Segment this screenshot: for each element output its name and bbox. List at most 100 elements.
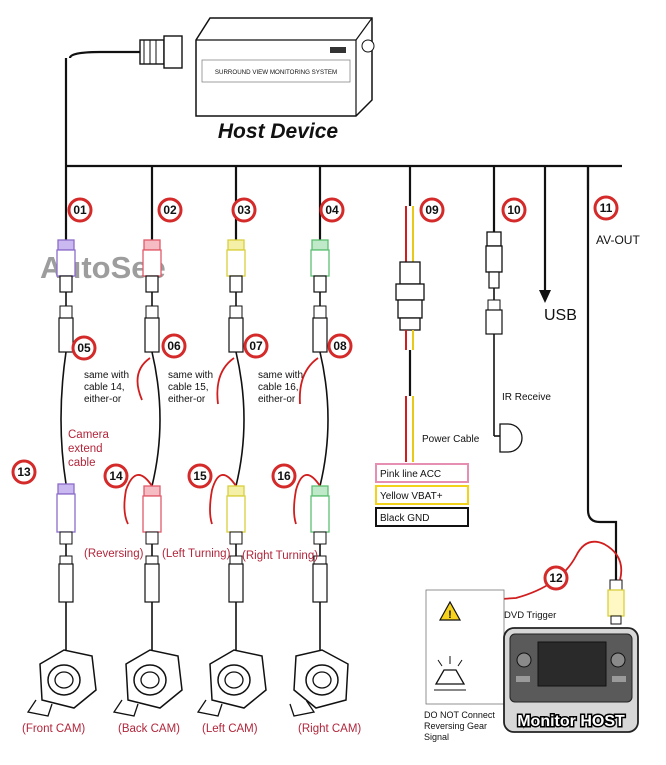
svg-text:Camera: Camera <box>68 429 110 441</box>
camera-label-right: (Right CAM) <box>298 723 361 735</box>
av-out-connector <box>607 579 625 625</box>
camera-label-back: (Back CAM) <box>118 723 180 735</box>
svg-text:cable 14,: cable 14, <box>84 382 125 393</box>
label-av-out: AV-OUT <box>596 233 640 247</box>
svg-text:same with: same with <box>84 370 129 381</box>
ir-receiver-cable <box>485 288 523 453</box>
badge-14: 14 <box>103 463 129 489</box>
svg-text:Reversing Gear: Reversing Gear <box>424 721 487 731</box>
warning-text: DO NOT Connect Reversing Gear Signal <box>424 710 495 742</box>
badge-07: 07 <box>243 333 269 359</box>
svg-text:either-or: either-or <box>168 394 206 405</box>
camera-back-icon <box>112 649 183 717</box>
legend-vbat: Yellow VBAT+ <box>380 491 443 502</box>
ir-receiver-icon <box>499 423 523 453</box>
trigger-label-reversing: (Reversing) <box>84 548 144 560</box>
legend-acc: Pink line ACC <box>380 469 441 480</box>
badge-08: 08 <box>327 333 353 359</box>
note-cable-14: same with cable 14, either-or <box>84 370 129 405</box>
svg-text:01: 01 <box>73 203 87 217</box>
badge-11: 11 <box>593 195 619 221</box>
connector-03 <box>226 239 246 293</box>
svg-text:10: 10 <box>507 203 521 217</box>
svg-text:11: 11 <box>600 201 613 215</box>
main-trunk <box>64 58 622 580</box>
svg-text:13: 13 <box>17 465 31 479</box>
badges: 01 02 03 04 05 06 07 08 09 10 11 12 13 1… <box>11 195 619 591</box>
legend-box-gnd <box>375 507 469 527</box>
note-cable-15: same with cable 15, either-or <box>168 370 213 405</box>
svg-text:12: 12 <box>549 571 563 585</box>
monitor-host-label: Monitor HOST <box>517 713 625 730</box>
monitor-host: Monitor HOST <box>503 627 639 733</box>
badge-10: 10 <box>501 197 527 223</box>
monitor-screen <box>537 641 607 687</box>
svg-text:16: 16 <box>277 469 291 483</box>
warning-triangle-icon <box>438 600 462 621</box>
svg-text:09: 09 <box>425 203 439 217</box>
svg-text:same with: same with <box>168 370 213 381</box>
svg-text:extend: extend <box>68 443 103 455</box>
svg-text:DO NOT Connect: DO NOT Connect <box>424 710 495 720</box>
camera-left-icon <box>196 649 267 717</box>
svg-text:03: 03 <box>237 203 251 217</box>
camera-label-front: (Front CAM) <box>22 723 85 735</box>
badge-05: 05 <box>71 335 97 361</box>
badge-12: 12 <box>543 565 569 591</box>
host-connector-plug <box>139 35 183 69</box>
svg-text:!: ! <box>448 609 452 621</box>
svg-text:15: 15 <box>193 469 207 483</box>
camera-plugs <box>58 544 328 650</box>
host-device-title: Host Device <box>218 120 339 143</box>
badge-13: 13 <box>11 459 37 485</box>
svg-text:08: 08 <box>333 339 347 353</box>
legend-box-vbat <box>375 485 469 505</box>
badge-15: 15 <box>187 463 213 489</box>
badge-02: 02 <box>157 197 183 223</box>
host-device-box: SURROUND VIEW MONITORING SYSTEM <box>195 17 375 117</box>
reverse-lamp-icon <box>434 669 466 685</box>
usb-arrow <box>539 290 551 303</box>
camera-label-left: (Left CAM) <box>202 723 258 735</box>
badge-04: 04 <box>319 197 345 223</box>
svg-text:same with: same with <box>258 370 303 381</box>
camera-front-icon <box>26 649 97 717</box>
host-device: SURROUND VIEW MONITORING SYSTEM Host Dev… <box>68 17 375 143</box>
svg-text:05: 05 <box>77 341 91 355</box>
svg-text:cable 16,: cable 16, <box>258 382 299 393</box>
svg-text:cable 15,: cable 15, <box>168 382 209 393</box>
svg-text:06: 06 <box>167 339 181 353</box>
camera-cables <box>60 351 329 525</box>
legend-box-acc <box>375 463 469 483</box>
svg-text:04: 04 <box>325 203 339 217</box>
warning-panel: ! <box>425 589 505 705</box>
label-ir-receive: IR Receive <box>502 392 551 403</box>
note-camera-extend: Camera extend cable <box>68 429 110 469</box>
svg-text:either-or: either-or <box>258 394 296 405</box>
svg-text:either-or: either-or <box>84 394 122 405</box>
badge-01: 01 <box>67 197 93 223</box>
trigger-label-right: (Right Turning) <box>242 550 318 562</box>
connector-row-middle <box>58 292 328 353</box>
power-legend: Pink line ACC Yellow VBAT+ Black GND <box>375 463 469 527</box>
host-box-text: SURROUND VIEW MONITORING SYSTEM <box>215 69 337 76</box>
svg-text:14: 14 <box>109 469 123 483</box>
label-dvd-trigger: DVD Trigger <box>504 610 556 621</box>
note-cable-16: same with cable 16, either-or <box>258 370 303 405</box>
connector-row-top <box>56 231 503 293</box>
svg-text:Signal: Signal <box>424 732 449 742</box>
svg-text:07: 07 <box>249 339 263 353</box>
label-power-cable: Power Cable <box>422 434 480 445</box>
trigger-label-left: (Left Turning) <box>162 548 231 560</box>
label-usb: USB <box>544 307 577 324</box>
camera-right-icon <box>289 649 349 717</box>
connector-04 <box>310 239 330 293</box>
connector-02 <box>142 239 162 293</box>
badge-06: 06 <box>161 333 187 359</box>
badge-09: 09 <box>419 197 445 223</box>
svg-text:02: 02 <box>163 203 177 217</box>
badge-16: 16 <box>271 463 297 489</box>
badge-03: 03 <box>231 197 257 223</box>
